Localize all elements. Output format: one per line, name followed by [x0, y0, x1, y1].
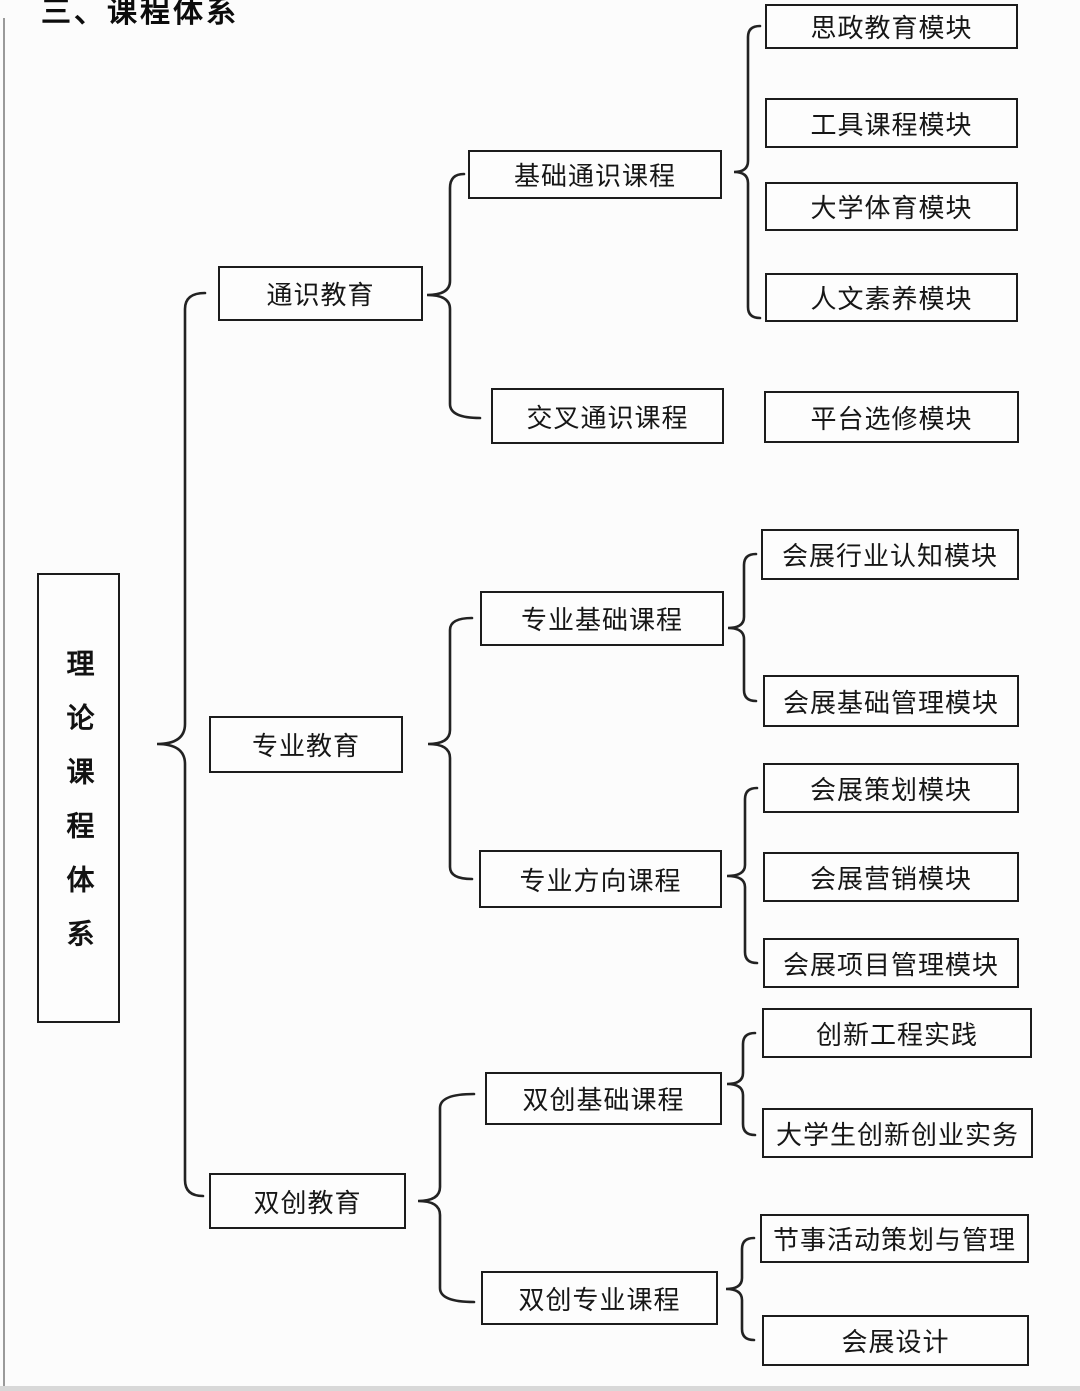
node-professional-direction-courses: 专业方向课程: [479, 850, 722, 908]
node-label: 双创教育: [253, 1187, 362, 1218]
node-basic-general-courses: 基础通识课程: [468, 150, 722, 199]
module-label: 会展行业认知模块: [781, 541, 998, 571]
module-label: 会展项目管理模块: [782, 949, 999, 980]
brace-professional-direction-courses: [726, 786, 759, 965]
module-exhibition-industry-cognition: 会展行业认知模块: [761, 529, 1019, 580]
module-label: 创新工程实践: [815, 1019, 978, 1050]
node-professional-basic-courses: 专业基础课程: [480, 591, 724, 646]
brace-professional-basic-courses: [727, 552, 758, 703]
node-general-education: 通识教育: [218, 266, 423, 321]
node-label: 通识教育: [266, 280, 375, 310]
module-label: 会展营销模块: [809, 863, 972, 894]
node-label: 专业基础课程: [520, 605, 683, 635]
module-ideological-education: 思政教育模块: [765, 4, 1018, 49]
brace-professional-education: [427, 616, 474, 881]
module-label: 大学体育模块: [810, 193, 973, 223]
node-innovation-education: 双创教育: [209, 1173, 406, 1229]
brace-innovation-professional-courses: [725, 1236, 756, 1342]
module-exhibition-marketing: 会展营销模块: [763, 852, 1019, 902]
module-label: 平台选修模块: [810, 403, 973, 434]
node-theory-curriculum-system: 理论课程体系: [37, 573, 120, 1023]
module-label: 人文素养模块: [810, 284, 973, 314]
node-innovation-professional-courses: 双创专业课程: [481, 1271, 718, 1325]
brace-innovation-education: [417, 1092, 476, 1304]
node-label: 理论课程体系: [63, 649, 95, 973]
module-festival-event-planning-management: 节事活动策划与管理: [760, 1214, 1029, 1263]
brace-basic-general-courses: [733, 24, 762, 320]
brace-root-to-level1: [156, 291, 207, 1198]
node-label: 双创基础课程: [522, 1085, 685, 1115]
module-exhibition-project-management: 会展项目管理模块: [763, 938, 1019, 988]
module-label: 会展设计: [841, 1327, 950, 1357]
module-label: 思政教育模块: [810, 13, 973, 43]
module-label: 节事活动策划与管理: [772, 1225, 1016, 1255]
node-label: 交叉通识课程: [526, 402, 689, 433]
node-label: 双创专业课程: [518, 1284, 681, 1315]
node-cross-general-courses: 交叉通识课程: [491, 388, 724, 444]
node-label: 专业教育: [251, 731, 360, 761]
module-label: 会展策划模块: [809, 774, 972, 805]
module-label: 会展基础管理模块: [782, 687, 999, 718]
node-label: 专业方向课程: [519, 865, 682, 896]
node-label: 基础通识课程: [513, 161, 676, 191]
module-platform-electives: 平台选修模块: [764, 391, 1019, 443]
page-bottom-edge: [0, 1386, 1080, 1391]
page-title: 三、课程体系: [41, 0, 239, 29]
module-label: 大学生创新创业实务: [775, 1119, 1019, 1150]
module-tool-courses: 工具课程模块: [765, 98, 1018, 148]
page-left-border: [3, 18, 5, 1391]
node-professional-education: 专业教育: [209, 716, 403, 773]
brace-general-education: [426, 172, 482, 420]
module-innovation-engineering-practice: 创新工程实践: [762, 1008, 1032, 1058]
module-exhibition-planning: 会展策划模块: [763, 763, 1019, 813]
module-college-pe: 大学体育模块: [765, 182, 1018, 231]
module-humanities: 人文素养模块: [765, 273, 1018, 322]
module-student-innovation-entrepreneurship: 大学生创新创业实务: [762, 1108, 1033, 1158]
module-label: 工具课程模块: [810, 109, 973, 140]
module-exhibition-design: 会展设计: [762, 1315, 1029, 1366]
brace-innovation-basic-courses: [726, 1031, 757, 1137]
module-exhibition-basic-management: 会展基础管理模块: [763, 675, 1019, 727]
node-innovation-basic-courses: 双创基础课程: [485, 1072, 722, 1125]
